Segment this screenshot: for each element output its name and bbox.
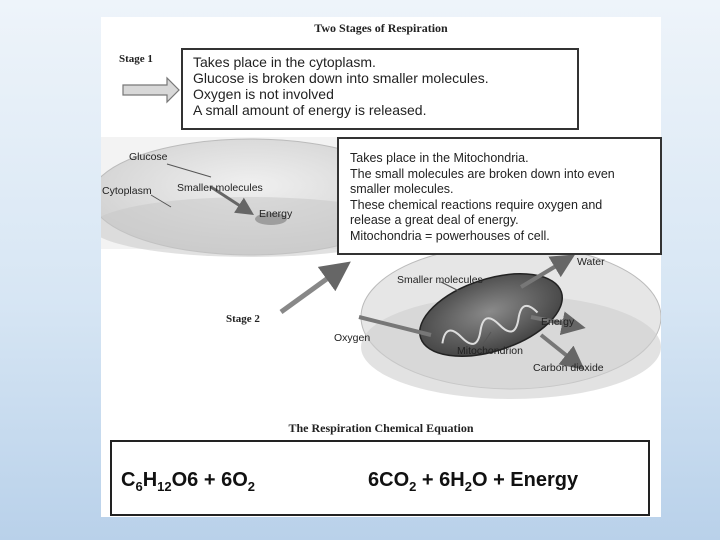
cytoplasm-cell <box>101 137 412 257</box>
carbon-dioxide-subscript: 2 <box>409 479 417 494</box>
carbon-subscript: 6 <box>135 479 143 494</box>
mitochondrion-label: Mitochondrion <box>457 345 523 357</box>
water-term: + 6H <box>416 469 465 491</box>
stage1-line: A small amount of energy is released. <box>193 102 427 118</box>
oxygen-label: Oxygen <box>334 332 371 344</box>
stage1-line: Glucose is broken down into smaller mole… <box>193 70 489 86</box>
stage2-arrow <box>279 261 351 315</box>
hydrogen-symbol: H <box>142 469 158 491</box>
mito-smaller-molecules-label: Smaller molecules <box>397 274 483 286</box>
cytoplasm-label: Cytoplasm <box>102 185 152 197</box>
equation-products: 6CO2 + 6H2O + Energy <box>368 469 578 494</box>
diagram-illustration <box>101 76 661 493</box>
equation-title: The Respiration Chemical Equation <box>288 421 474 435</box>
stage2-line: Takes place in the Mitochondria. <box>350 151 529 165</box>
glucose-label: Glucose <box>129 151 168 163</box>
stage2-line: These chemical reactions require oxygen … <box>350 197 603 212</box>
stage1-line: Oxygen is not involved <box>193 86 334 102</box>
hydrogen-subscript: 12 <box>157 479 172 494</box>
oxygen-term: O6 + 6O <box>171 469 248 491</box>
stage2-label: Stage 2 <box>226 313 260 325</box>
stage1-label: Stage 1 <box>119 53 153 65</box>
respiration-figure: Two Stages of Respiration Stage 1 Stage … <box>101 17 662 517</box>
stage2-line: Mitochondria = powerhouses of cell. <box>350 228 550 243</box>
mito-energy-label: Energy <box>541 316 575 328</box>
stage1-line: Takes place in the cytoplasm. <box>193 54 376 70</box>
figure-title: Two Stages of Respiration <box>314 21 448 35</box>
stage2-line: The small molecules are broken down into… <box>350 166 615 181</box>
stage1-description-box: Takes place in the cytoplasm. Glucose is… <box>181 48 579 130</box>
respiration-equation-box: C6H12O6 + 6O2 6CO2 + 6H2O + Energy <box>110 440 650 516</box>
stage2-line: release a great deal of energy. <box>350 213 519 228</box>
water-subscript: 2 <box>464 479 472 494</box>
mitochondrion-illustration <box>358 244 661 399</box>
water-energy-term: O + Energy <box>471 469 579 491</box>
energy-label: Energy <box>259 208 293 220</box>
water-label: Water <box>577 256 605 268</box>
stage2-description-box: Takes place in the Mitochondria. The sma… <box>337 137 662 255</box>
carbon-dioxide-label: Carbon dioxide <box>533 362 604 374</box>
stage1-arrow <box>122 76 180 104</box>
carbon-symbol: C <box>121 469 136 491</box>
smaller-molecules-label: Smaller molecules <box>177 182 263 194</box>
stage2-line: smaller molecules. <box>350 182 454 197</box>
carbon-dioxide-term: 6CO <box>368 469 410 491</box>
oxygen-subscript: 2 <box>247 479 255 494</box>
equation-reactants: C6H12O6 + 6O2 <box>121 469 255 494</box>
